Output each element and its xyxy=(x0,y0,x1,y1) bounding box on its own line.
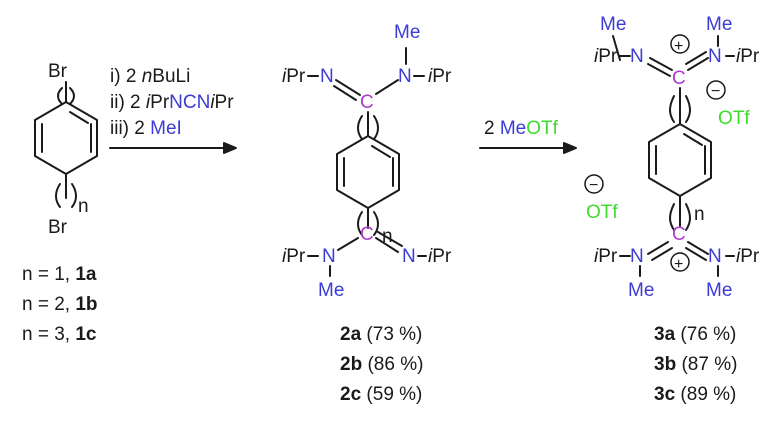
repeat-bracket-right xyxy=(69,87,75,105)
p2-bot-c: C xyxy=(360,224,374,245)
benzene-ring-3 xyxy=(648,123,712,197)
p3-top-n-left: N xyxy=(630,46,644,67)
cond-line-2: ii) 2 iPrNCNiPr xyxy=(110,92,234,113)
cond-line-3: iii) 2 MeI xyxy=(110,118,182,139)
counterion-left-minus: − xyxy=(589,177,598,194)
p2-top-ipr-left: iPr xyxy=(282,66,306,87)
yield-2b: 2b (86 %) xyxy=(340,354,423,375)
yield-3a: 3a (76 %) xyxy=(654,324,736,345)
p3-top-plus-circle xyxy=(670,34,690,54)
cond-line-1: i) 2 nBuLi xyxy=(110,66,190,87)
p3-bot-ipr-left: iPr xyxy=(594,246,618,267)
p3-bot-ipr-right: iPr xyxy=(736,246,760,267)
product-2: iPr N C N Me iPr n C N Me iPr xyxy=(282,22,452,405)
yield-2a: 2a (73 %) xyxy=(340,324,422,345)
p3-top-plus: + xyxy=(674,38,683,55)
product-3: Me iPr N + C N Me iPr − OTf n xyxy=(584,14,760,405)
p3-top-n-right: N xyxy=(708,46,722,67)
repeat-bracket-left xyxy=(57,87,63,105)
arrow-head-1 xyxy=(223,142,237,154)
p3-bot-n-left: N xyxy=(630,246,644,267)
p2-bot-n-left: N xyxy=(322,246,336,267)
p3-bot-c: C xyxy=(672,224,686,245)
series-1c: n = 3, 1c xyxy=(22,324,97,345)
counterion-top: OTf xyxy=(718,108,750,129)
p2-top-ipr-right: iPr xyxy=(428,66,452,87)
benzene-ring-2 xyxy=(336,135,400,209)
step2-conditions: 2 MeOTf xyxy=(479,118,577,154)
reactant-br-bottom: Br xyxy=(48,217,68,238)
p2-top-n-right: N xyxy=(398,66,412,87)
repeat-bracket-left-2 xyxy=(55,183,61,208)
p3-bot-plus: + xyxy=(674,256,683,273)
counterion-top-minus-circle xyxy=(706,80,726,100)
arrow-head-2 xyxy=(563,142,577,154)
yield-2c: 2c (59 %) xyxy=(340,384,422,405)
counterion-left: OTf xyxy=(586,202,618,223)
p2-top-c: C xyxy=(360,92,374,113)
step1-conditions: i) 2 nBuLi ii) 2 iPrNCNiPr iii) 2 MeI xyxy=(109,66,237,154)
counterion-left-minus-circle xyxy=(584,174,604,194)
p2-top-n-left: N xyxy=(320,66,334,87)
series-1a: n = 1, 1a xyxy=(22,264,97,285)
reactant-1: Br n Br n = 1, 1a n = 2, 1b n = 3, 1c xyxy=(22,61,98,345)
p3-bot-n-right: N xyxy=(708,246,722,267)
yield-3b: 3b (87 %) xyxy=(654,354,737,375)
p2-bot-n-right: N xyxy=(402,246,416,267)
p3-bot-me-right: Me xyxy=(706,280,732,301)
p3-bot-plus-circle xyxy=(670,252,690,272)
step2-reagent: 2 MeOTf xyxy=(484,118,559,139)
p2-bot-me: Me xyxy=(318,280,344,301)
p2-bot-ipr-left: iPr xyxy=(282,246,306,267)
repeat-n-1: n xyxy=(78,196,89,217)
yield-3c: 3c (89 %) xyxy=(654,384,736,405)
repeat-n-3: n xyxy=(694,204,705,225)
reactant-br-top: Br xyxy=(48,61,68,82)
p3-bot-me-left: Me xyxy=(628,280,654,301)
repeat-bracket-right-2 xyxy=(71,183,77,208)
p2-top-me: Me xyxy=(394,22,420,43)
benzene-ring-1 xyxy=(34,101,98,175)
p3-top-ipr-left: iPr xyxy=(594,46,618,67)
p3-top-c: C xyxy=(672,68,686,89)
p3-top-me-right: Me xyxy=(706,14,732,35)
series-1b: n = 2, 1b xyxy=(22,294,98,315)
p3-top-me-left: Me xyxy=(600,14,626,35)
counterion-top-minus: − xyxy=(711,83,720,100)
p2-bot-ipr-right: iPr xyxy=(428,246,452,267)
p3-top-ipr-right: iPr xyxy=(736,46,760,67)
